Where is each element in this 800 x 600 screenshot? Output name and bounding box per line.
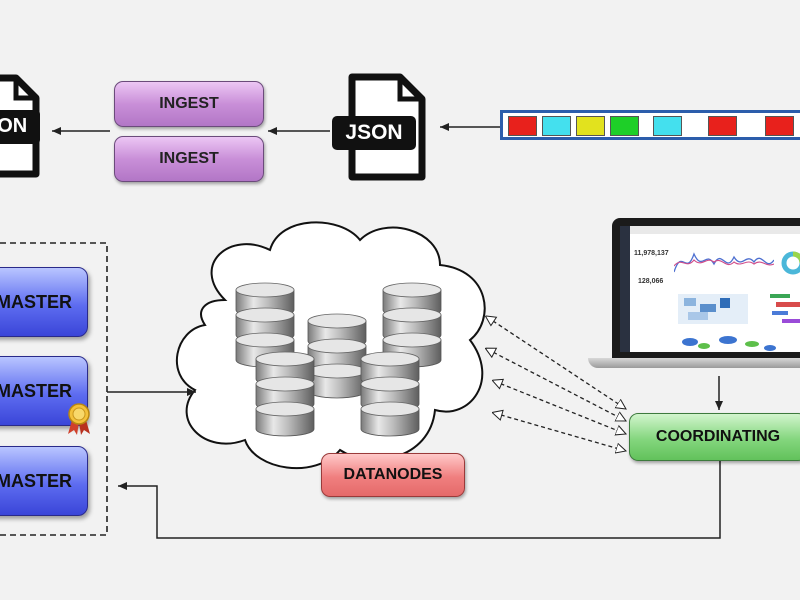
json-label-middle: JSON: [345, 121, 403, 144]
json-label-left: JSON: [0, 115, 28, 137]
master-node-2: MASTER: [0, 356, 88, 426]
dashboard-heatmap: [678, 294, 748, 324]
json-document-icon-left: JSON: [0, 74, 40, 178]
laptop-base: [588, 358, 800, 368]
dashed-link-4: [494, 413, 626, 451]
dashed-link-3: [494, 381, 626, 434]
dashboard-line-chart: [674, 252, 774, 273]
database-cylinder: [307, 313, 367, 399]
event-cell: [765, 116, 794, 136]
ingest-label-1: INGEST: [159, 95, 219, 112]
event-cell: [508, 116, 537, 136]
datanodes-node: DATANODES: [321, 453, 465, 497]
dashboard-content: 11,978,137 128,066: [620, 226, 800, 352]
database-cylinder: [360, 351, 420, 437]
master-label-2: MASTER: [0, 380, 72, 401]
master-node-3: MASTER: [0, 446, 88, 516]
master-group-border: [0, 242, 108, 536]
database-cylinder: [255, 351, 315, 437]
database-cylinder: [382, 282, 442, 368]
json-document-icon: JSON: [330, 72, 430, 182]
database-cylinder: [235, 282, 295, 368]
master-node-1: MASTER: [0, 267, 88, 337]
ingest-label-2: INGEST: [159, 150, 219, 167]
master-label-1: MASTER: [0, 291, 72, 312]
event-cell: [708, 116, 737, 136]
laptop-dashboard-screen: 11,978,137 128,066: [612, 218, 800, 358]
dashboard-metric-2: 128,066: [638, 278, 664, 285]
event-cell: [610, 116, 639, 136]
dashboard-map: [682, 336, 776, 351]
dashboard-donut-chart: [781, 251, 800, 275]
datanodes-label: DATANODES: [343, 466, 443, 483]
event-cell: [542, 116, 571, 136]
ingest-node-2: INGEST: [114, 136, 264, 182]
event-stream-strip: [500, 110, 800, 140]
award-badge-icon: [66, 402, 92, 436]
arrow-coordinating-to-master: [118, 460, 721, 539]
dashboard-topbar: [630, 226, 800, 234]
coordinating-node: COORDINATING: [629, 413, 800, 461]
coordinating-label: COORDINATING: [655, 428, 781, 445]
event-cell: [576, 116, 605, 136]
database-icon: [235, 282, 442, 437]
dashboard-sidebar: [620, 226, 630, 352]
ingest-node-1: INGEST: [114, 81, 264, 127]
master-label-3: MASTER: [0, 470, 72, 491]
event-cell: [653, 116, 682, 136]
dashboard-metric-1: 11,978,137: [634, 250, 669, 257]
dashboard-tag-cloud: [770, 294, 800, 323]
